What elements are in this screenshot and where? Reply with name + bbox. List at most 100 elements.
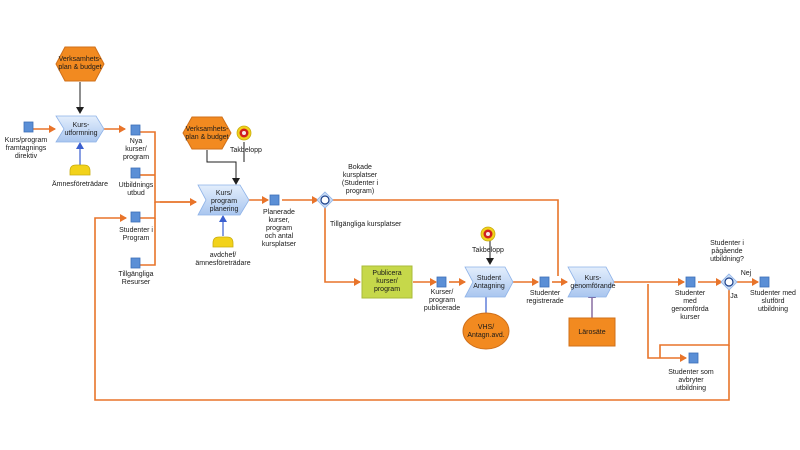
label-line: Antagn.avd. <box>467 332 504 339</box>
label-line: Studenter i <box>119 227 153 234</box>
label-line: VHS/ <box>478 324 494 331</box>
flow-bokade-to-registrerade <box>332 199 559 276</box>
kursutformning-function[interactable]: Kurs-utformning <box>55 115 105 143</box>
takbelopp-2-label: Takbelopp <box>472 247 504 254</box>
label-line: utbildning <box>676 385 706 392</box>
label-line: Takbelopp <box>230 147 262 154</box>
nya-kurser-data-icon <box>130 124 141 136</box>
label-line: Studenter med <box>750 290 796 297</box>
label-line: Kurs- <box>73 122 90 129</box>
label-line: Studenter som <box>668 369 714 376</box>
label-line: kurser, <box>268 217 289 224</box>
label-line: registrerade <box>526 298 563 305</box>
tillgangliga-resurser-data-icon <box>130 257 141 269</box>
vhs-org-unit: VHS/Antagn.avd. <box>462 312 510 350</box>
label-line: Utbildnings <box>119 182 154 189</box>
kursgenomforande-label: Kurs-genomförande <box>570 275 615 290</box>
label-line: Verksamhets- <box>59 56 102 63</box>
label-line: Antagning <box>473 283 505 290</box>
takbelopp-1-target-icon <box>236 125 252 141</box>
label-line: plan & budget <box>58 64 101 71</box>
vhs-label: VHS/Antagn.avd. <box>467 324 504 339</box>
label-line: program <box>266 225 292 232</box>
kursutformning-label: Kurs-utformning <box>64 122 97 137</box>
label-line: Planerade <box>263 209 295 216</box>
label-line: Takbelopp <box>472 247 504 254</box>
label-line: Verksamhets- <box>186 126 229 133</box>
studenter-slutford-data-icon <box>759 276 770 288</box>
label-line: avbryter <box>678 377 704 384</box>
studenter-avbryter-data-icon <box>688 352 699 364</box>
label-line: Kurser/ <box>431 289 454 296</box>
flow-loop-back-to-program <box>94 214 730 401</box>
takbelopp-1-label: Takbelopp <box>230 147 262 154</box>
label-line: genomförda <box>671 306 708 313</box>
label-line: Publicera <box>372 270 401 277</box>
label-line: Resurser <box>122 279 151 286</box>
larosate-org-unit: Lärosäte <box>568 317 616 347</box>
avdchef-role-icon <box>212 236 234 248</box>
label-line: kursplatser <box>343 172 378 179</box>
label-line: Program <box>123 235 150 242</box>
studenter-i-program-data-icon <box>130 211 141 223</box>
label-line: ämnesföreträdare <box>195 260 250 267</box>
label-line: kurser/ <box>125 146 146 153</box>
label-line: Kurs/program <box>5 137 48 144</box>
larosate-label: Lärosäte <box>578 329 605 336</box>
label-line: och antal <box>265 233 294 240</box>
label-line: Tillgängliga <box>118 271 153 278</box>
label-line: Studenter <box>530 290 561 297</box>
label-line: kursplatser <box>262 241 297 248</box>
label-line: framtagnings <box>6 145 47 152</box>
label-line: Ämnesföreträdare <box>52 180 108 188</box>
connectors <box>33 82 759 401</box>
label-line: Ja <box>730 293 738 300</box>
verksamhetsplan-2-label: Verksamhets-plan & budget <box>185 126 229 141</box>
label-line: Lärosäte <box>578 329 605 336</box>
tillgangliga-kursplatser-label: Tillgängliga kursplatser <box>330 221 402 228</box>
label-line: (Studenter i <box>342 180 379 187</box>
label-line: program <box>123 154 149 161</box>
label-line: Nej <box>741 270 752 277</box>
flow-program-join <box>140 202 156 219</box>
flow-resurser-join <box>140 218 156 266</box>
label-line: planering <box>210 206 239 213</box>
label-line: Nya <box>130 138 143 145</box>
verksamhetsplan-hexagon-2: Verksamhets-plan & budget <box>182 116 232 150</box>
label-line: med <box>683 298 697 305</box>
label-line: Kurs- <box>585 275 602 282</box>
label-line: utbildning <box>758 306 788 313</box>
label-line: plan & budget <box>185 134 228 141</box>
kursgenomforande-function[interactable]: Kurs-genomförande <box>567 266 616 298</box>
flow-ja-branch <box>659 289 730 358</box>
avdchef-label: avdchef/ämnesföreträdare <box>195 252 250 267</box>
gate-connector-1 <box>316 191 334 209</box>
label-line: Kurs/ <box>216 190 232 197</box>
label-line: Tillgängliga kursplatser <box>330 221 402 228</box>
label-line: Studenter i <box>710 240 744 247</box>
label-line: genomförande <box>570 283 615 290</box>
gate-connector-2 <box>720 273 738 291</box>
verksamhetsplan-1-text: Verksamhets-plan & budget <box>58 56 102 71</box>
flow-to-avbryter <box>647 284 687 362</box>
kursprogram-direktiv-data-icon <box>23 121 34 133</box>
takbelopp-2-target-icon <box>480 226 496 242</box>
label-line: program <box>374 286 400 293</box>
label-line: kurser <box>680 314 700 321</box>
label-line: Studenter <box>675 290 706 297</box>
planerade-kurser-data-icon <box>269 194 280 206</box>
